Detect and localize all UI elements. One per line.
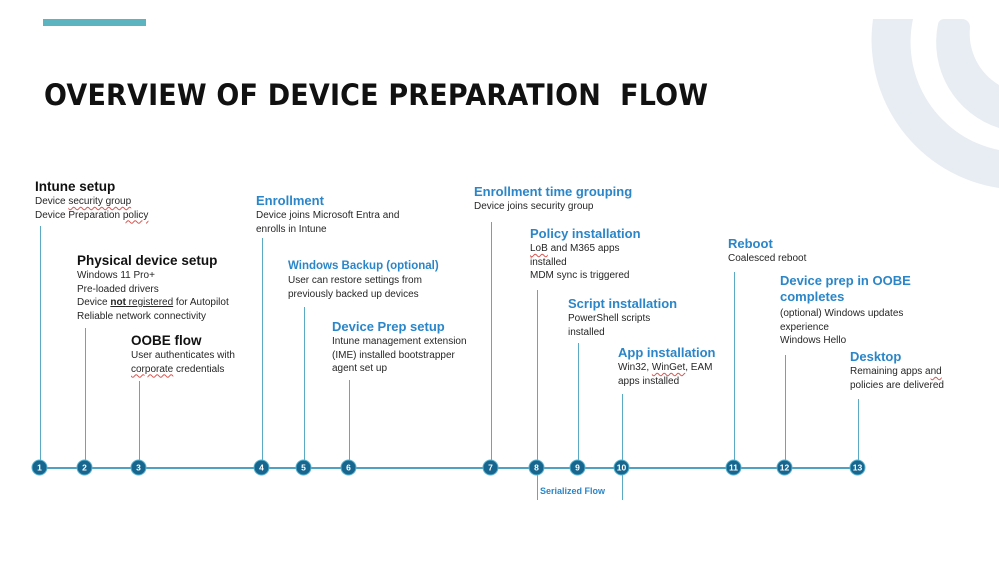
step-title: Policy installation bbox=[530, 226, 641, 241]
connector-8 bbox=[536, 290, 539, 500]
step-node-12: 12 bbox=[776, 459, 793, 476]
step-line: Windows 11 Pro+ bbox=[77, 270, 155, 281]
step-oobe-flow: OOBE flow User authenticates with corpor… bbox=[131, 333, 235, 376]
connector-10 bbox=[621, 394, 624, 500]
step-title: App installation bbox=[618, 345, 716, 360]
step-line: Device security group bbox=[35, 196, 132, 207]
step-device-prep-completes: Device prep in OOBE completes (optional)… bbox=[780, 273, 911, 348]
step-title: Windows Backup (optional) bbox=[288, 260, 439, 272]
step-node-10: 10 bbox=[613, 459, 630, 476]
connector-11 bbox=[733, 272, 736, 468]
connector-4 bbox=[261, 238, 264, 468]
step-script-installation: Script installation PowerShell scripts i… bbox=[568, 296, 677, 339]
step-node-6: 6 bbox=[340, 459, 357, 476]
step-line: MDM sync is triggered bbox=[530, 270, 630, 281]
step-line: Win32, WinGet, EAM bbox=[618, 362, 713, 373]
connector-9 bbox=[577, 343, 580, 468]
step-line: LoB and M365 apps bbox=[530, 243, 620, 254]
step-line: Device Preparation policy bbox=[35, 209, 149, 221]
connector-12 bbox=[784, 355, 787, 468]
step-line: (IME) installed bootstrapper bbox=[332, 349, 455, 361]
step-enrollment: Enrollment Device joins Microsoft Entra … bbox=[256, 193, 399, 236]
step-windows-backup: Windows Backup (optional) User can resto… bbox=[288, 258, 439, 301]
step-enrollment-time-grouping: Enrollment time grouping Device joins se… bbox=[474, 184, 632, 214]
step-app-installation: App installation Win32, WinGet, EAM apps… bbox=[618, 345, 716, 388]
step-line: Reliable network connectivity bbox=[77, 310, 206, 322]
step-node-13: 13 bbox=[849, 459, 866, 476]
step-title: Enrollment bbox=[256, 193, 324, 208]
step-line: Windows Hello bbox=[780, 335, 847, 346]
step-title: OOBE flow bbox=[131, 333, 202, 348]
step-line: User authenticates with bbox=[131, 350, 235, 361]
step-line: Device joins security group bbox=[474, 201, 594, 212]
step-line: Coalesced reboot bbox=[728, 253, 807, 264]
connector-7 bbox=[490, 222, 493, 468]
step-node-11: 11 bbox=[725, 459, 742, 476]
step-line: installed bbox=[568, 326, 605, 338]
step-node-7: 7 bbox=[482, 459, 499, 476]
serialized-flow-label: Serialized Flow bbox=[540, 486, 606, 496]
step-line: Remaining apps and bbox=[850, 366, 942, 377]
step-line: User can restore settings from bbox=[288, 275, 422, 286]
step-physical-device-setup: Physical device setup Windows 11 Pro+ Pr… bbox=[77, 253, 229, 323]
step-title: Reboot bbox=[728, 236, 773, 251]
step-title: Desktop bbox=[850, 349, 902, 364]
step-line: enrolls in Intune bbox=[256, 223, 327, 235]
step-line: experience bbox=[780, 321, 829, 333]
step-reboot: Reboot Coalesced reboot bbox=[728, 236, 806, 266]
step-line: PowerShell scripts bbox=[568, 313, 651, 324]
step-node-3: 3 bbox=[130, 459, 147, 476]
connector-3 bbox=[138, 381, 141, 468]
connector-6 bbox=[348, 380, 351, 468]
connector-5 bbox=[303, 307, 306, 468]
step-line: agent set up bbox=[332, 363, 388, 374]
accent-bar bbox=[43, 19, 146, 26]
step-line: installed bbox=[530, 256, 567, 268]
step-node-9: 9 bbox=[569, 459, 586, 476]
step-title-cont: completes bbox=[780, 289, 845, 304]
step-line: corporate credentials bbox=[131, 363, 225, 375]
step-node-4: 4 bbox=[253, 459, 270, 476]
step-policy-installation: Policy installation LoB and M365 apps in… bbox=[530, 226, 641, 283]
step-title: Intune setup bbox=[35, 179, 116, 194]
page-title: OVERVIEW OF DEVICE PREPARATION FLOW bbox=[44, 78, 709, 112]
step-node-2: 2 bbox=[76, 459, 93, 476]
connector-13 bbox=[857, 399, 860, 468]
step-node-1: 1 bbox=[31, 459, 48, 476]
step-line: Device joins Microsoft Entra and bbox=[256, 210, 400, 221]
connector-2 bbox=[84, 328, 87, 468]
step-intune-setup: Intune setup Device security group Devic… bbox=[35, 179, 148, 222]
step-title: Device prep in OOBE bbox=[780, 273, 911, 288]
step-line: (optional) Windows updates bbox=[780, 308, 904, 319]
timeline-axis bbox=[40, 466, 860, 469]
step-line: apps installed bbox=[618, 375, 680, 387]
step-line: Intune management extension bbox=[332, 336, 467, 347]
step-line: Pre-loaded drivers bbox=[77, 283, 159, 295]
step-device-prep-setup: Device Prep setup Intune management exte… bbox=[332, 319, 467, 376]
step-line: Device not registered for Autopilot bbox=[77, 297, 229, 308]
step-node-5: 5 bbox=[295, 459, 312, 476]
step-title: Enrollment time grouping bbox=[474, 184, 633, 199]
step-title: Device Prep setup bbox=[332, 319, 445, 334]
connector-1 bbox=[39, 226, 42, 468]
step-desktop: Desktop Remaining apps and policies are … bbox=[850, 349, 944, 392]
step-title: Physical device setup bbox=[77, 253, 218, 268]
step-line: policies are delivered bbox=[850, 379, 944, 391]
step-line: previously backed up devices bbox=[288, 288, 419, 300]
step-title: Script installation bbox=[568, 296, 678, 311]
step-node-8: 8 bbox=[528, 459, 545, 476]
